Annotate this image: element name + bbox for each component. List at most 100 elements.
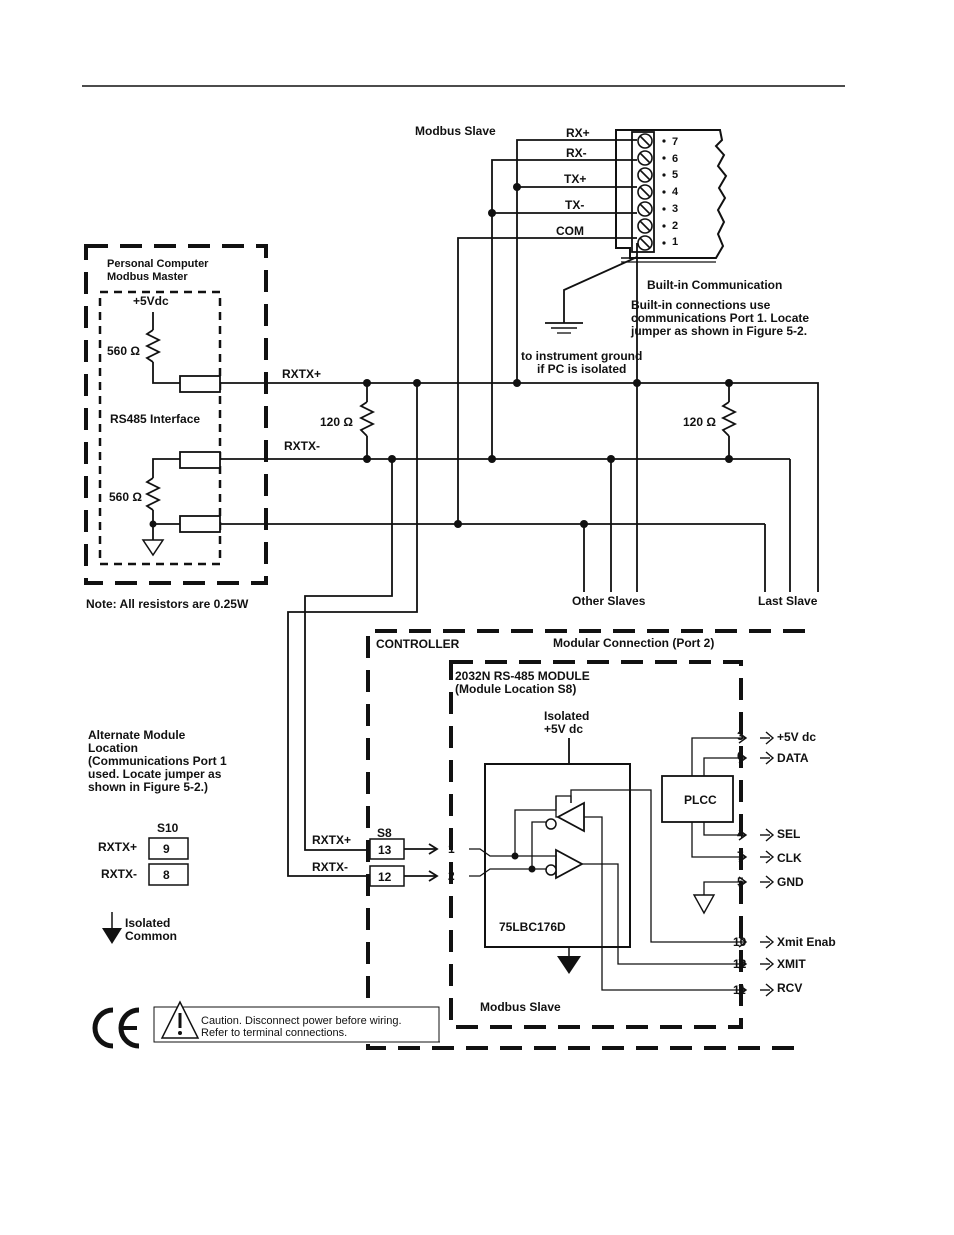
- s10-pin-8-box: [148, 863, 189, 886]
- terminal-5: 5: [672, 169, 678, 181]
- plcc-label: PLCC: [684, 793, 717, 807]
- plcc-wires: [691, 737, 745, 915]
- s8-pin-12: 12: [378, 870, 392, 884]
- instrument-ground-icon: [545, 322, 583, 334]
- s8-rxtx-minus-label: RXTX-: [312, 860, 348, 874]
- modbus-slave-top-title: Modbus Slave: [415, 124, 496, 138]
- output-4-num: 4: [737, 827, 744, 841]
- output-connector: [765, 957, 775, 971]
- ground-note-line-1: to instrument ground: [521, 349, 642, 363]
- alternate-title-line-5: shown in Figure 5-2.): [88, 780, 208, 794]
- signal-com: COM: [556, 224, 584, 238]
- built-in-note-line-2: communications Port 1. Locate: [631, 311, 809, 325]
- output-connector: [765, 751, 775, 765]
- output-10-num: 10: [733, 935, 747, 949]
- module-title-line-1: 2032N RS-485 MODULE: [455, 669, 590, 683]
- transceiver-chip-label: 75LBC176D: [499, 920, 566, 934]
- module-boundary: [449, 660, 743, 1029]
- built-in-note-line-3: jumper as shown in Figure 5-2.: [630, 324, 807, 338]
- output-6-num: 6: [737, 749, 744, 763]
- alternate-title-line-1: Alternate Module: [88, 728, 186, 742]
- controller-boundary: [366, 629, 805, 1050]
- alternate-title-line-3: (Communications Port 1: [88, 754, 227, 768]
- s10-pin-9-box: [148, 837, 189, 860]
- bus-rxtx-minus-label: RXTX-: [284, 439, 320, 453]
- bus-wires: [220, 382, 819, 877]
- output-arrow: [738, 732, 748, 744]
- s8-header: S8: [377, 826, 392, 840]
- bus-junctions: [363, 183, 733, 528]
- module-input-1: 1: [448, 842, 455, 856]
- caution-line-1: Caution. Disconnect power before wiring.: [201, 1015, 402, 1027]
- caution-box: [153, 1006, 440, 1043]
- terminal-1: 1: [672, 236, 678, 248]
- output-5-label: GND: [777, 875, 804, 889]
- alt-rxtx-plus-label: RXTX+: [98, 840, 137, 854]
- isolated-common-line-2: Common: [125, 929, 177, 943]
- output-arrow: [738, 829, 748, 841]
- pc-resistor-top-label: 560 Ω: [107, 344, 140, 358]
- output-3-label: +5V dc: [777, 730, 816, 744]
- pc-ground-icon: [141, 539, 165, 557]
- output-connector: [765, 983, 775, 997]
- output-arrows: [738, 731, 775, 997]
- pc-connector-rxtx-plus: [179, 375, 221, 393]
- pc-title-line-2: Modbus Master: [107, 271, 188, 283]
- terminal-2: 2: [672, 220, 678, 232]
- s10-header: S10: [157, 821, 179, 835]
- ce-mark-icon: [92, 1007, 140, 1049]
- warning-triangle-icon: [160, 1000, 200, 1039]
- output-7-num: 7: [737, 849, 744, 863]
- output-connector: [765, 850, 775, 864]
- pc-boundary: [84, 244, 268, 585]
- isolated-common-line-1: Isolated: [125, 916, 170, 930]
- signal-tx-plus: TX+: [564, 172, 586, 186]
- alt-rxtx-minus-label: RXTX-: [101, 867, 137, 881]
- plcc-chip: [661, 775, 734, 823]
- alternate-title-line-2: Location: [88, 741, 138, 755]
- module-slave-label: Modbus Slave: [480, 1000, 561, 1014]
- output-connector: [765, 828, 775, 842]
- s8-pin-13: 13: [378, 843, 392, 857]
- pc-internal-wiring: [141, 312, 221, 557]
- built-in-communication-caption: Built-in Communication: [647, 278, 782, 292]
- output-arrow: [738, 936, 748, 948]
- transceiver-gates: [469, 789, 745, 991]
- output-10-label: Xmit Enab: [777, 935, 836, 949]
- output-5-num: 5: [737, 875, 744, 889]
- isolated-common-icon: [102, 912, 122, 944]
- controller-port-label: Modular Connection (Port 2): [553, 636, 714, 650]
- top-slave-wires: [457, 139, 638, 524]
- output-3-num: 3: [737, 729, 744, 743]
- pc-supply-label: +5Vdc: [133, 294, 169, 308]
- output-4-label: SEL: [777, 827, 800, 841]
- signal-tx-minus: TX-: [565, 198, 584, 212]
- signal-rx-minus: RX-: [566, 146, 587, 160]
- terminator-left-label: 120 Ω: [320, 415, 353, 429]
- output-connector: [765, 731, 775, 745]
- terminal-3: 3: [672, 203, 678, 215]
- output-connector: [765, 875, 775, 889]
- output-6-label: DATA: [777, 751, 809, 765]
- output-12-label: XMIT: [777, 957, 806, 971]
- terminal-6: 6: [672, 153, 678, 165]
- output-arrow: [738, 984, 748, 996]
- rs485-interface-label: RS485 Interface: [110, 412, 200, 426]
- terminal-7: 7: [672, 136, 678, 148]
- pc-connector-common: [179, 515, 221, 533]
- output-arrow: [738, 752, 748, 764]
- rs485-interface-boundary: [98, 290, 222, 566]
- s8-arrows: [404, 843, 439, 882]
- output-7-label: CLK: [777, 851, 802, 865]
- output-connector: [765, 935, 775, 949]
- pc-resistor-bottom-label: 560 Ω: [109, 490, 142, 504]
- output-arrow: [738, 876, 748, 888]
- controller-title: CONTROLLER: [376, 637, 460, 651]
- pc-title-line-1: Personal Computer: [107, 258, 209, 270]
- ground-note-line-2: if PC is isolated: [537, 362, 626, 376]
- isolated-supply-line-2: +5V dc: [544, 722, 583, 736]
- output-arrow: [738, 958, 748, 970]
- built-in-note-line-1: Built-in connections use: [631, 298, 771, 312]
- output-arrow: [738, 851, 748, 863]
